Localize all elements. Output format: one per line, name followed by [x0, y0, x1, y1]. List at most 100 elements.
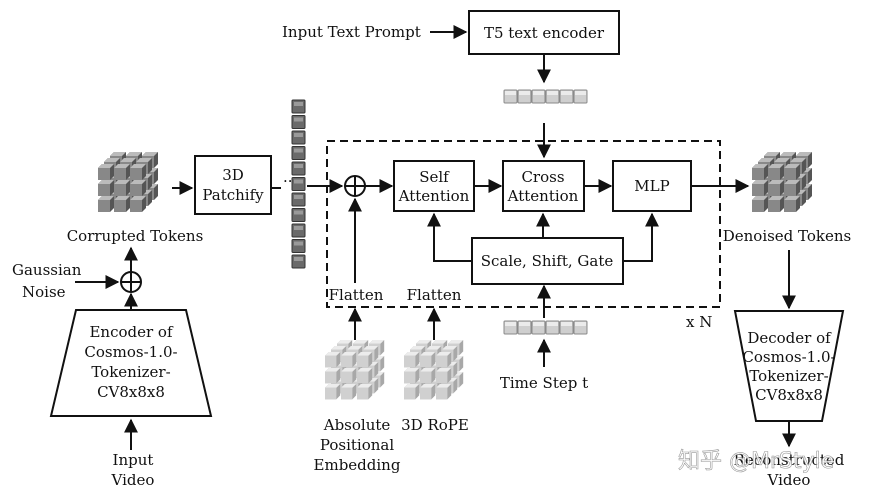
cube: [114, 180, 130, 196]
encoder-label-line2: Cosmos-1.0-: [84, 343, 177, 361]
cube: [784, 164, 800, 180]
patch-token: [291, 161, 306, 176]
cube: [114, 196, 130, 212]
corrupted-tokens-cube-grid-icon: [98, 152, 158, 212]
encoder-label-line1: Encoder of: [89, 323, 173, 341]
time-step-label: Time Step t: [500, 374, 588, 392]
denoised-tokens-label: Denoised Tokens: [723, 227, 852, 245]
flatten-label-abs: Flatten: [329, 286, 384, 304]
cross-attention-box: [502, 160, 585, 212]
input-text-prompt-label: Input Text Prompt: [282, 23, 421, 41]
cube: [768, 164, 784, 180]
t5-encoder-label: T5 text encoder: [484, 24, 605, 42]
abs-pos-label-line1: Absolute: [323, 416, 391, 434]
cube: [784, 180, 800, 196]
encoder-trapezoid: [49, 309, 213, 417]
cube: [98, 180, 114, 196]
cube: [752, 164, 768, 180]
cross-attention-label-line2: Attention: [507, 187, 579, 205]
decoder-label-line3: Tokenizer-: [749, 367, 828, 385]
transformer-block-dashed-frame: [326, 140, 721, 308]
cube: [404, 384, 420, 400]
noise-add-plus-circle-icon: [120, 271, 142, 293]
denoised-tokens-cube-grid-icon: [752, 152, 812, 212]
cube: [325, 352, 341, 368]
patch-token: [291, 223, 306, 238]
cube: [325, 384, 341, 400]
cube: [98, 164, 114, 180]
mlp-label: MLP: [634, 177, 669, 195]
cube: [784, 196, 800, 212]
encoder-label-line4: CV8x8x8: [97, 383, 165, 401]
cube: [404, 352, 420, 368]
patchify-label-line1: 3D: [222, 166, 244, 184]
watermark: 知乎 @MrStyle: [678, 449, 834, 474]
cube: [420, 384, 436, 400]
patchify-box: [194, 155, 272, 215]
patch-token: [291, 146, 306, 160]
cube: [325, 368, 341, 384]
cube: [436, 368, 452, 384]
cube: [436, 352, 452, 368]
cube: [436, 384, 452, 400]
corrupted-tokens-label: Corrupted Tokens: [67, 227, 204, 245]
input-video-label-line2: Video: [111, 471, 155, 489]
time-token-row-icon: [503, 320, 588, 335]
patch-token: [291, 177, 306, 191]
cube: [357, 368, 373, 384]
gaussian-label-line2: Noise: [22, 283, 66, 301]
cube: [130, 196, 146, 212]
reconstructed-label-line1: Reconstructed: [734, 451, 845, 469]
patch-token: [291, 254, 306, 269]
cube: [768, 180, 784, 196]
repeat-label: x N: [686, 313, 712, 331]
flatten-label-rope: Flatten: [407, 286, 462, 304]
cube: [357, 384, 373, 400]
decoder-trapezoid: [733, 310, 845, 422]
patch-token: [291, 192, 306, 207]
cube: [98, 196, 114, 212]
cube: [420, 352, 436, 368]
cube: [768, 196, 784, 212]
cube: [752, 180, 768, 196]
cube: [341, 368, 357, 384]
rope-label: 3D RoPE: [401, 416, 469, 434]
scale-shift-gate-label: Scale, Shift, Gate: [481, 252, 614, 270]
cube: [404, 368, 420, 384]
cube: [357, 352, 373, 368]
patch-token: [291, 130, 306, 145]
patch-token: [291, 115, 306, 129]
patch-token: [291, 208, 306, 222]
gaussian-label-line1: Gaussian: [12, 261, 82, 279]
patchify-label-line2: Patchify: [202, 186, 264, 204]
self-attention-box: [393, 160, 475, 212]
cube: [420, 368, 436, 384]
decoder-label-line4: CV8x8x8: [755, 386, 823, 404]
cube: [341, 352, 357, 368]
cube: [114, 164, 130, 180]
encoder-label-line3: Tokenizer-: [91, 363, 170, 381]
t5-encoder-box: [468, 10, 620, 55]
cube: [130, 180, 146, 196]
decoder-label-line1: Decoder of: [747, 329, 832, 347]
cube: [341, 384, 357, 400]
rope-cube-grid-icon: [404, 340, 464, 400]
cube: [752, 196, 768, 212]
input-video-label-line1: Input: [113, 451, 154, 469]
patch-token: [291, 239, 306, 253]
abs-pos-label-line3: Embedding: [314, 456, 401, 474]
abs-pos-label-line2: Positional: [320, 436, 394, 454]
self-attention-label-line2: Attention: [398, 187, 470, 205]
cross-attention-label-line1: Cross: [521, 168, 564, 186]
absolute-positional-cube-grid-icon: [325, 340, 385, 400]
cube: [130, 164, 146, 180]
text-token-row-icon: [503, 89, 588, 104]
self-attention-label-line1: Self: [419, 168, 450, 186]
reconstructed-label-line2: Video: [767, 471, 811, 489]
embedding-add-plus-circle-icon: [344, 175, 366, 197]
mlp-box: [612, 160, 692, 212]
decoder-label-line2: Cosmos-1.0-: [742, 348, 835, 366]
patch-token-column-icon: [291, 99, 306, 269]
patch-token: [291, 99, 306, 114]
